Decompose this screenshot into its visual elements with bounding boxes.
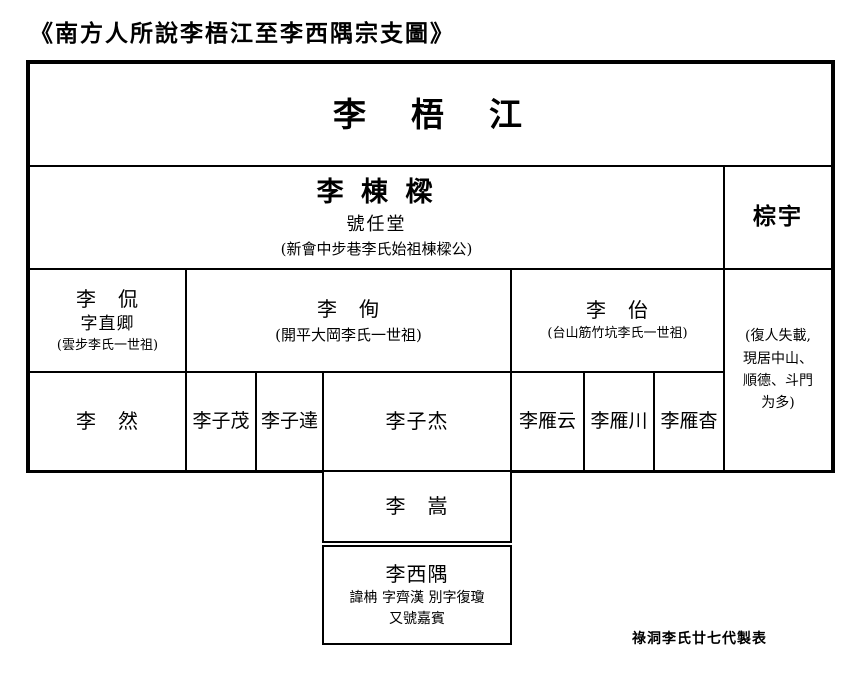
node-name: 李雁杳	[660, 409, 718, 432]
node-note: (開平大岡李氏一世祖)	[275, 325, 422, 344]
node-alias-2: 又號嘉賓	[389, 610, 445, 627]
node-li-ran: 李 然	[28, 371, 187, 472]
node-li-yi: 李 佁 (台山筋竹坑李氏一世祖)	[510, 268, 725, 373]
node-li-yanchuan: 李雁川	[583, 371, 655, 472]
node-name: 李 侃	[76, 286, 139, 311]
node-name: 李 佁	[586, 298, 649, 323]
node-alias: 諱柟 字齊漢 別字復瓊	[349, 590, 485, 606]
node-name: 李雁云	[518, 409, 576, 432]
node-note: (雲步李氏一世祖)	[56, 338, 159, 353]
node-name: 李 梧 江	[333, 94, 528, 134]
node-name: 李子達	[260, 409, 318, 432]
note-line: 順德、斗門	[743, 373, 813, 389]
node-name: 李子杰	[385, 409, 449, 433]
node-li-kan: 李 侃 字直卿 (雲步李氏一世祖)	[28, 268, 187, 373]
node-name: 李 侚	[317, 296, 380, 321]
node-name: 李 嵩	[385, 494, 449, 518]
node-name: 李雁川	[590, 409, 648, 432]
node-li-dongliang: 李 棟 樑 號任堂 (新會中步巷李氏始祖棟樑公)	[28, 165, 725, 270]
node-li-zida: 李子達	[255, 371, 324, 472]
node-li-yanyao: 李雁杳	[653, 371, 725, 472]
node-li-yanyun: 李雁云	[510, 371, 585, 472]
node-zongyu: 棕宇	[723, 165, 833, 270]
page-title: 《南方人所說李梧江至李西隅宗支圖》	[30, 20, 455, 47]
node-name: 李 棟 樑	[316, 177, 437, 208]
node-lost-branch-note: (復人失載, 現居中山、 順德、斗門 为多)	[723, 268, 833, 472]
node-li-xiyu: 李西隅 諱柟 字齊漢 別字復瓊 又號嘉賓	[322, 545, 512, 645]
node-li-wujiang: 李 梧 江	[28, 62, 833, 167]
compiler-note: 祿洞李氏廿七代製表	[632, 631, 767, 647]
node-name: 李西隅	[385, 562, 449, 586]
node-note: (台山筋竹坑李氏一世祖)	[547, 326, 688, 342]
note-line: 現居中山、	[743, 350, 813, 367]
node-alias: 號任堂	[346, 213, 407, 235]
node-note: (新會中步巷李氏始祖棟樑公)	[280, 240, 473, 259]
node-name: 李 然	[76, 409, 139, 433]
node-alias: 字直卿	[80, 313, 135, 334]
note-line: 为多)	[761, 395, 795, 412]
note-line: (復人失載,	[745, 328, 811, 345]
node-li-zimao: 李子茂	[185, 371, 257, 472]
node-li-xun: 李 侚 (開平大岡李氏一世祖)	[185, 268, 512, 373]
node-li-zijie: 李子杰	[322, 371, 512, 472]
node-name: 棕宇	[753, 203, 803, 231]
node-li-song: 李 嵩	[322, 470, 512, 543]
node-name: 李子茂	[192, 409, 250, 432]
